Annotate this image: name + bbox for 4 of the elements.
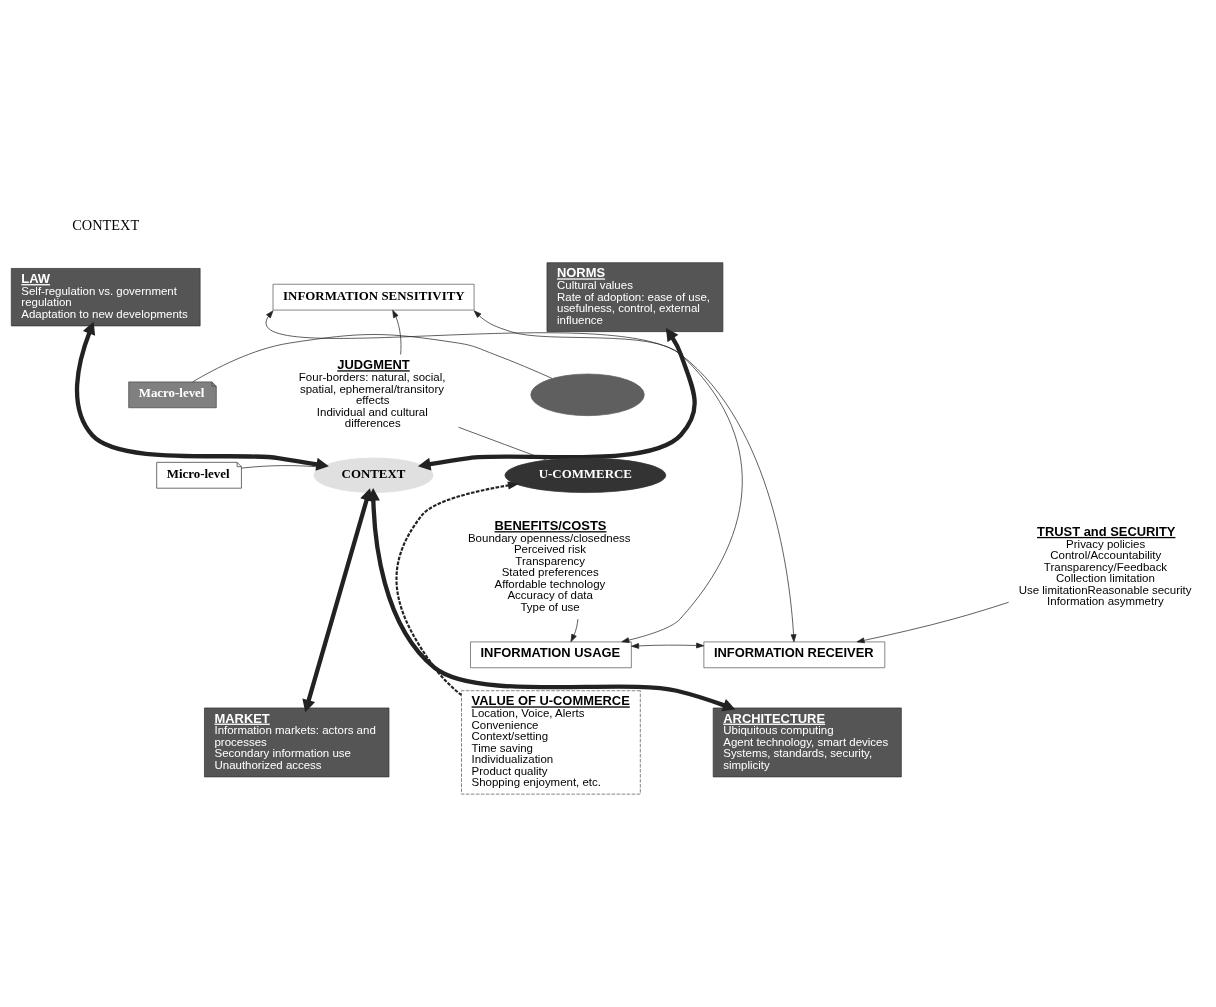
node-text: TRUST and SECURITY Privacy policies Control/Accountability Transparency/Feedback Collection limitation Use limitationReasonable security Information asymmetry: [1018, 523, 1192, 607]
node-text: JUDGMENT Four-borders: natural, social, spatial, ephemeral/transitory effects Individual and cultural differences: [298, 356, 446, 429]
node-text: BENEFITS/COSTS Boundary openness/closedness Perceived risk Transparency Stated preferences Affordable technology Accuracy of data Type of use: [467, 517, 631, 613]
label: CONTEXT: [72, 216, 140, 233]
